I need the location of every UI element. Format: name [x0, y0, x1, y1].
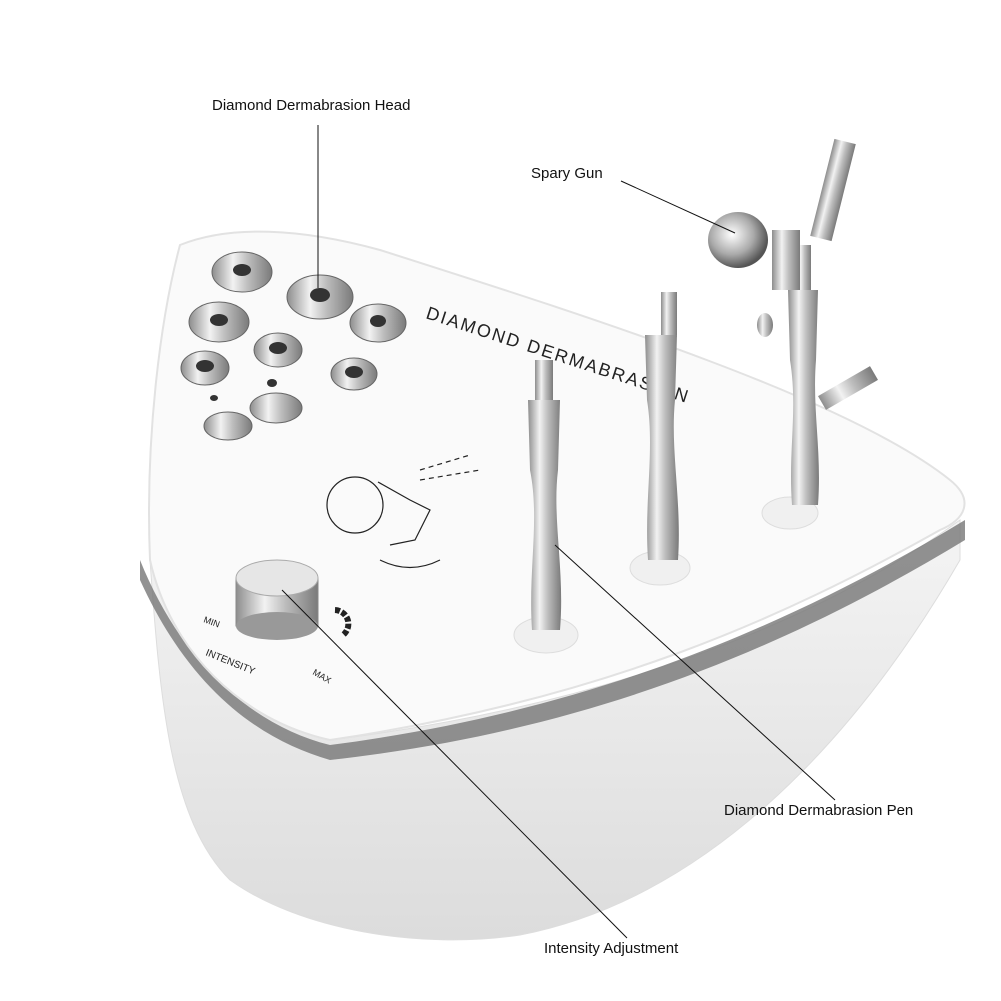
- callout-intensity-adjustment: Intensity Adjustment: [544, 940, 679, 957]
- intensity-knob: [235, 559, 352, 640]
- face-illustration: [326, 454, 481, 569]
- spray-gun: [708, 138, 878, 410]
- glass-edge: [140, 520, 965, 760]
- dermabrasion-pens: [513, 245, 819, 654]
- callout-dermabrasion-pen: Diamond Dermabrasion Pen: [724, 802, 914, 819]
- callout-lines: [281, 125, 836, 939]
- callout-spray-gun: Spary Gun: [531, 165, 603, 182]
- callout-dermabrasion-head: Diamond Dermabrasion Head: [212, 97, 411, 114]
- dermabrasion-heads: [180, 251, 407, 441]
